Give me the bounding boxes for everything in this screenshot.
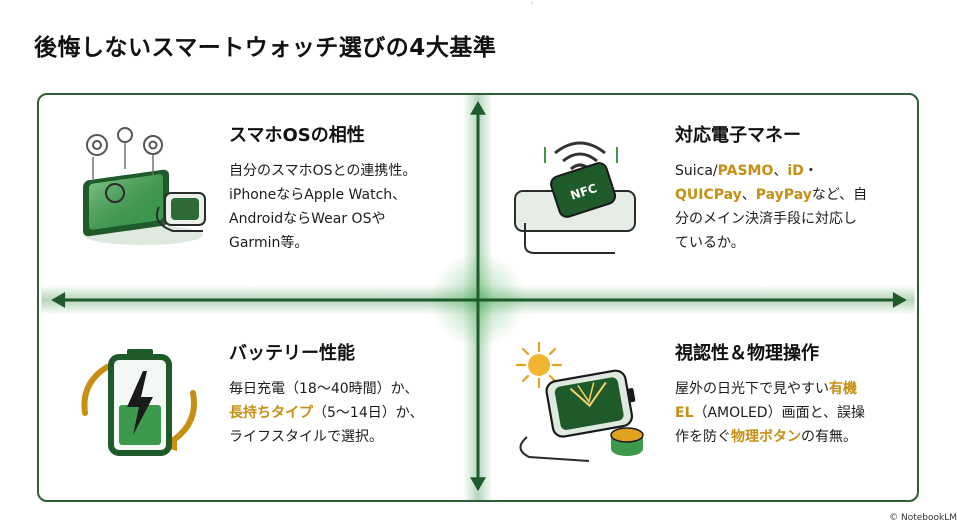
body-text: 屋外の日光下で見やすい [675, 381, 829, 397]
body-text: （5〜14日）か、 [313, 405, 424, 421]
body-line: AndroidならWear OSや [229, 207, 465, 231]
body-text: 分のメイン決済手段に対応し [675, 211, 857, 227]
credit-text: © NotebookLM [889, 513, 957, 523]
body-battery: 毎日充電（18〜40時間）か、長持ちタイプ（5〜14日）か、ライフスタイルで選択… [229, 377, 465, 449]
heading-visibility-controls: 視認性＆物理操作 [675, 343, 819, 364]
highlight-term: 有機 [829, 381, 857, 397]
highlight-term: PayPay [755, 187, 812, 203]
highlight-term: 物理ボタン [731, 429, 801, 445]
body-text: ・ [803, 163, 818, 179]
phone-watch-gears-icon [83, 127, 206, 245]
body-line: 分のメイン決済手段に対応し [675, 207, 911, 231]
body-text: の有無。 [801, 429, 857, 445]
body-text: ライフスタイルで選択。 [229, 429, 383, 445]
quadrant-e-money: 対応電子マネー Suica/PASMO、iD・QUICPay、PayPayなど、… [675, 121, 911, 255]
highlight-term: 長持ちタイプ [229, 405, 313, 421]
nfc-watch-icon: NFC [514, 141, 636, 254]
body-text: 毎日充電（18〜40時間）か、 [229, 381, 419, 397]
highlight-term: iD [787, 163, 804, 179]
body-line: Suica/PASMO、iD・ [675, 159, 911, 183]
body-text: AndroidならWear OSや [229, 211, 386, 227]
body-text: 自分のスマホOSとの連携性。 [229, 163, 417, 179]
body-text: ているか。 [675, 235, 745, 251]
body-line: EL（AMOLED）画面と、誤操 [675, 401, 911, 425]
heading-e-money: 対応電子マネー [675, 125, 801, 146]
body-text: （AMOLED）画面と、誤操 [693, 405, 866, 421]
quadrant-os-compatibility: スマホOSの相性 自分のスマホOSとの連携性。 iPhoneならApple Wat… [229, 121, 465, 255]
body-text: 、 [773, 163, 788, 179]
body-text: 、 [741, 187, 756, 203]
heading-os-compatibility: スマホOSの相性 [229, 125, 365, 146]
body-line: ているか。 [675, 231, 911, 255]
body-line: Garmin等。 [229, 231, 465, 255]
body-text: iPhoneならApple Watch、 [229, 187, 407, 203]
body-line: 作を防ぐ物理ボタンの有無。 [675, 425, 911, 449]
quadrant-battery: バッテリー性能 毎日充電（18〜40時間）か、長持ちタイプ（5〜14日）か、ライ… [229, 339, 465, 449]
body-text: など、自 [811, 187, 868, 203]
body-line: 長持ちタイプ（5〜14日）か、 [229, 401, 465, 425]
highlight-term: EL [675, 405, 694, 421]
page-title: 後悔しないスマートウォッチ選びの4大基準 [34, 35, 497, 61]
heading-battery: バッテリー性能 [229, 343, 355, 364]
body-text: 作を防ぐ [675, 429, 731, 445]
body-line: iPhoneならApple Watch、 [229, 183, 465, 207]
body-os-compatibility: 自分のスマホOSとの連携性。 iPhoneならApple Watch、 Androi… [229, 159, 465, 255]
battery-charging-icon [81, 349, 197, 456]
sun-watch-button-icon [515, 341, 644, 462]
body-text: Suica/ [675, 163, 718, 179]
top-mark: ◦ [530, 0, 534, 7]
body-e-money: Suica/PASMO、iD・QUICPay、PayPayなど、自分のメイン決済… [675, 159, 911, 255]
quadrant-axes [41, 95, 915, 500]
highlight-term: PASMO [717, 163, 774, 179]
body-line: 屋外の日光下で見やすい有機 [675, 377, 911, 401]
body-text: Garmin等。 [229, 235, 309, 251]
criteria-board: スマホOSの相性 自分のスマホOSとの連携性。 iPhoneならApple Wat… [37, 93, 919, 502]
highlight-term: QUICPay [675, 187, 742, 203]
body-line: 毎日充電（18〜40時間）か、 [229, 377, 465, 401]
body-line: 自分のスマホOSとの連携性。 [229, 159, 465, 183]
body-line: QUICPay、PayPayなど、自 [675, 183, 911, 207]
body-line: ライフスタイルで選択。 [229, 425, 465, 449]
